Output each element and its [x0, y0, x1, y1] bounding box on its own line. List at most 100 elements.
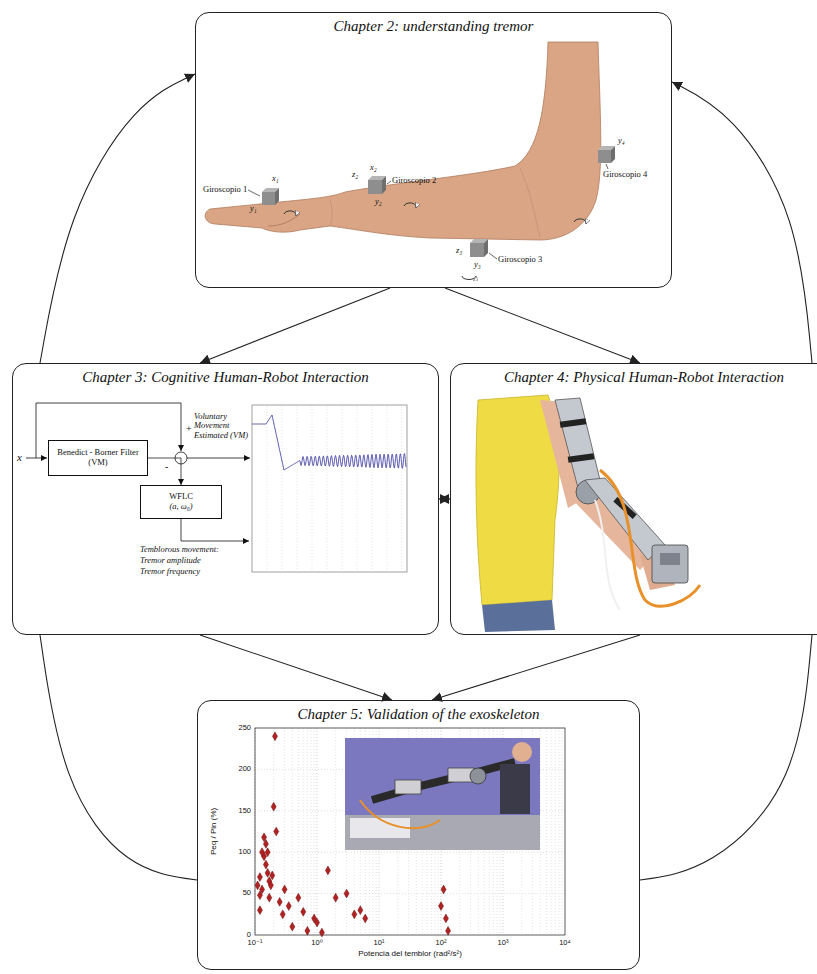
scatter-plot	[292, 728, 293, 935]
chapter-title: Chapter 4: Physical Human-Robot Interact…	[451, 364, 817, 386]
gyroscope-label: Giroscopio 2	[392, 176, 436, 185]
axis-symbol: x₂	[370, 163, 377, 172]
sign-symbol: +	[186, 423, 192, 434]
tick-label: 10⁴	[559, 939, 571, 947]
axis-title: Peq / Pin (%)	[211, 807, 220, 854]
tick-label: 200	[238, 765, 251, 773]
tick-label: 10³	[498, 939, 509, 947]
signal-label: Tremor amplitude	[140, 556, 201, 565]
gyroscope-symbol	[470, 243, 484, 257]
tick-label: 50	[243, 889, 251, 897]
connector-arrow	[445, 288, 640, 363]
block-text: WFLC	[169, 492, 193, 502]
signal-plot	[387, 406, 388, 571]
tick-label: 10¹	[374, 939, 385, 947]
signal-plot	[252, 405, 407, 572]
data-point	[333, 893, 338, 902]
tick-label: 100	[238, 848, 251, 856]
signal-plot	[327, 406, 328, 571]
data-point	[319, 928, 324, 937]
validation-photo	[512, 742, 532, 762]
data-point	[446, 926, 451, 935]
arm-illustration	[330, 200, 332, 226]
gyroscope-label: Giroscopio 3	[498, 255, 542, 264]
gyroscope-symbol	[262, 146, 615, 257]
data-point	[257, 873, 262, 882]
signal-wire	[26, 403, 250, 541]
scatter-plot	[317, 728, 318, 935]
signal-plot	[252, 415, 406, 470]
validation-photo	[395, 780, 421, 794]
validation-photo	[470, 768, 486, 784]
signal-wire	[187, 458, 250, 459]
scatter-plot	[255, 728, 565, 935]
chapter-title: Chapter 5: Validation of the exoskeleton	[198, 701, 639, 723]
validation-photo	[345, 738, 540, 850]
data-point	[255, 881, 260, 890]
scatter-plot	[551, 728, 552, 935]
signal-plot	[267, 406, 402, 571]
data-point	[280, 910, 285, 919]
chapter-title: Chapter 3: Cognitive Human-Robot Interac…	[13, 364, 438, 386]
signal-plot	[252, 405, 407, 572]
scatter-plot	[314, 728, 315, 935]
exoskeleton-photo	[560, 418, 587, 428]
exoskeleton-photo	[600, 470, 700, 606]
axis-symbol: z₂	[352, 170, 358, 179]
block-text: Benedict - Borner Filter (VM)	[53, 448, 143, 468]
filter-block: Benedict - Borner Filter (VM)	[48, 440, 148, 476]
rotation-arrow	[404, 203, 416, 208]
exoskeleton-photo	[476, 395, 559, 605]
exoskeleton-photo	[660, 553, 680, 565]
connector-arrow	[40, 635, 197, 880]
arm-illustration	[520, 168, 540, 238]
chapter-title: Chapter 2: understanding tremor	[196, 13, 671, 35]
data-point	[255, 732, 451, 937]
scatter-plot	[310, 728, 311, 935]
data-point	[263, 860, 268, 869]
data-point	[296, 893, 301, 902]
scatter-plot	[298, 728, 299, 935]
rotation-arrow	[284, 211, 296, 216]
data-point	[441, 885, 446, 894]
axis-symbol: y₁	[250, 204, 257, 213]
scatter-plot	[335, 728, 336, 935]
axis-symbol: y₂	[375, 197, 382, 206]
signal-plot	[372, 406, 373, 571]
signal-plot	[282, 406, 283, 571]
data-point	[265, 869, 270, 878]
data-point	[286, 902, 291, 911]
tick-label: 150	[238, 807, 251, 815]
scatter-plot	[284, 728, 285, 935]
gyroscope-symbol	[611, 146, 615, 163]
data-point	[257, 906, 262, 915]
connector-arrow	[148, 458, 181, 485]
data-point	[301, 907, 306, 916]
gyroscope-symbol	[382, 176, 386, 194]
data-point	[270, 871, 275, 880]
gyroscope-symbol	[262, 192, 275, 205]
data-point	[325, 866, 330, 875]
rotation-arrow	[462, 276, 476, 280]
scatter-plot	[255, 893, 565, 894]
gyroscope-label: Giroscopio 1	[203, 185, 247, 194]
scatter-plot	[303, 728, 304, 935]
connector-arrow	[200, 635, 392, 700]
validation-photo	[345, 815, 540, 850]
data-point	[274, 827, 279, 836]
validation-photo	[500, 764, 530, 814]
tick-label: 250	[238, 724, 251, 732]
signal-label: Voluntary Movement Estimated (VM)	[194, 412, 250, 440]
data-point	[344, 889, 349, 898]
scatter-plot	[555, 728, 556, 935]
connector-layer	[40, 74, 812, 880]
scatter-plot	[255, 728, 565, 935]
tick-label: 10²	[436, 939, 447, 947]
signal-plot	[402, 406, 403, 571]
gyroscope-symbol	[368, 180, 382, 194]
connector-arrow	[439, 498, 450, 499]
chapter-panel: Chapter 2: understanding tremor	[195, 12, 672, 288]
signal-label: Temblorous movement:	[140, 545, 219, 554]
